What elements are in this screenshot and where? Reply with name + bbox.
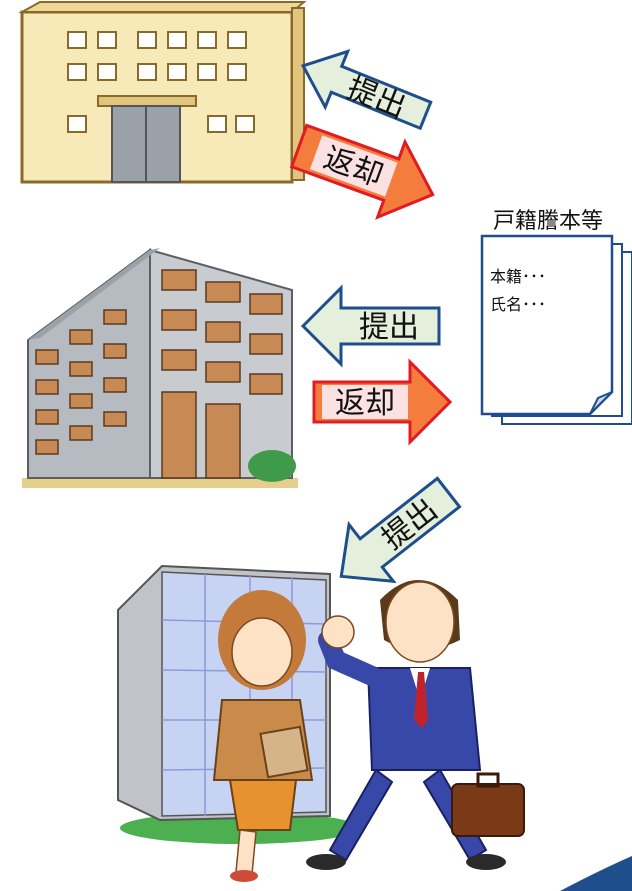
man-figure-icon	[306, 580, 525, 870]
submit-arrow-bottom: 提出	[339, 476, 462, 584]
people-scene-icon	[117, 564, 525, 882]
submit-label-top: 提出	[342, 71, 411, 126]
document-stack-icon	[480, 234, 632, 425]
document-line-2: 氏名･･･	[490, 295, 546, 314]
document-line-1: 本籍･･･	[490, 267, 546, 286]
woman-figure-icon	[212, 590, 314, 882]
corner-decoration	[560, 856, 632, 891]
office-tower-icon	[22, 248, 298, 488]
return-arrow-middle: 返却	[312, 358, 453, 446]
submit-arrow-middle: 提出	[300, 284, 441, 368]
office-building-icon	[18, 1, 307, 184]
submit-label-middle: 提出	[359, 310, 419, 345]
return-label-middle: 返却	[335, 386, 395, 421]
document-title: 戸籍謄本等	[493, 209, 603, 234]
